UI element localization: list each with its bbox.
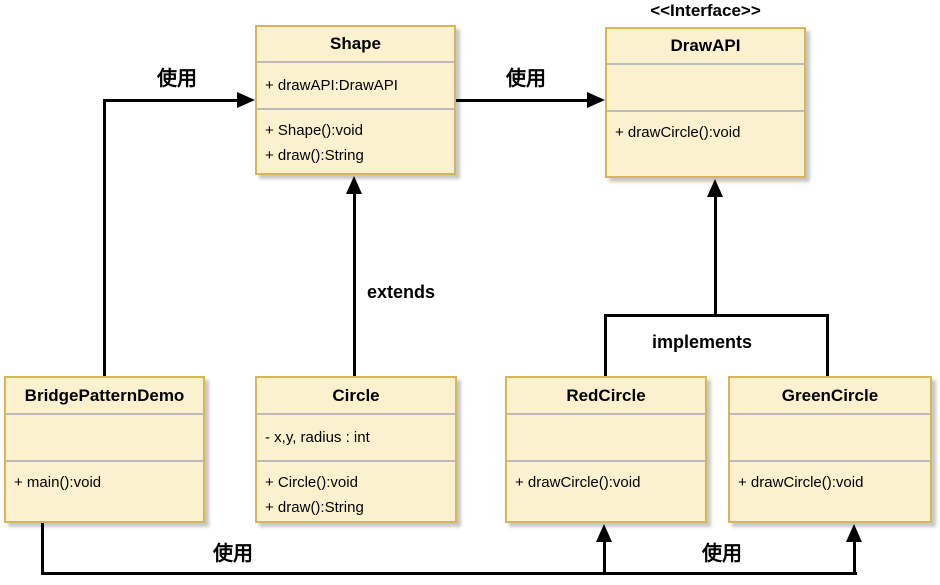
class-title-circle: Circle	[257, 378, 455, 415]
class-title-redcircle: RedCircle	[507, 378, 705, 415]
connector-greencircle-up-vline	[826, 314, 829, 376]
class-method: + draw():String	[265, 147, 364, 164]
connector-redcircle-bottom-vline	[603, 540, 606, 574]
connector-shape-drawapi-hline	[456, 99, 589, 102]
class-method: + Circle():void	[265, 474, 358, 491]
connector-bottom-hline	[41, 572, 857, 575]
class-attribute: - x,y, radius : int	[265, 429, 370, 446]
class-title-drawapi: DrawAPI	[607, 29, 804, 65]
class-title-greencircle: GreenCircle	[730, 378, 930, 415]
class-box-drawapi: DrawAPI + drawCircle():void	[605, 27, 806, 178]
connector-bpd-shape-vline	[103, 100, 106, 376]
class-method: + main():void	[14, 474, 102, 491]
class-attribute: + drawAPI:DrawAPI	[265, 77, 398, 94]
arrowhead-into-redcircle	[596, 524, 612, 542]
connector-implements-vline	[714, 195, 717, 316]
class-box-redcircle: RedCircle + drawCircle():void	[505, 376, 707, 523]
label-extends: extends	[367, 282, 436, 302]
class-method: + drawCircle():void	[615, 124, 741, 141]
connector-bpd-bottom-vline	[41, 523, 44, 575]
label-use-top-right: 使用	[506, 68, 546, 90]
class-box-greencircle: GreenCircle + drawCircle():void	[728, 376, 932, 523]
connector-bpd-shape-hline	[103, 99, 240, 102]
class-method: + draw():String	[265, 499, 364, 516]
arrowhead-into-shape	[237, 92, 255, 108]
connector-circle-shape-vline	[353, 191, 356, 376]
arrowhead-into-drawapi	[587, 92, 605, 108]
arrowhead-extends	[346, 176, 362, 194]
interface-stereotype-label: <<Interface>>	[650, 1, 761, 20]
connector-redcircle-up-vline	[604, 314, 607, 376]
arrowhead-into-greencircle	[846, 524, 862, 542]
label-implements: implements	[652, 332, 753, 352]
class-title-bridgepatterndemo: BridgePatternDemo	[6, 378, 203, 415]
connector-greencircle-bottom-vline	[853, 540, 856, 574]
arrowhead-implements	[707, 179, 723, 197]
class-box-bridgepatterndemo: BridgePatternDemo + main():void	[4, 376, 205, 523]
class-box-circle: Circle - x,y, radius : int + Circle():vo…	[255, 376, 457, 523]
label-use-bottom-left: 使用	[213, 543, 253, 565]
class-method: + Shape():void	[265, 122, 363, 139]
class-box-shape: Shape + drawAPI:DrawAPI + Shape():void +…	[255, 25, 456, 175]
class-title-shape: Shape	[257, 27, 454, 63]
class-method: + drawCircle():void	[515, 474, 641, 491]
class-method: + drawCircle():void	[738, 474, 864, 491]
label-use-top-left: 使用	[157, 68, 197, 90]
label-use-bottom-right: 使用	[702, 543, 742, 565]
